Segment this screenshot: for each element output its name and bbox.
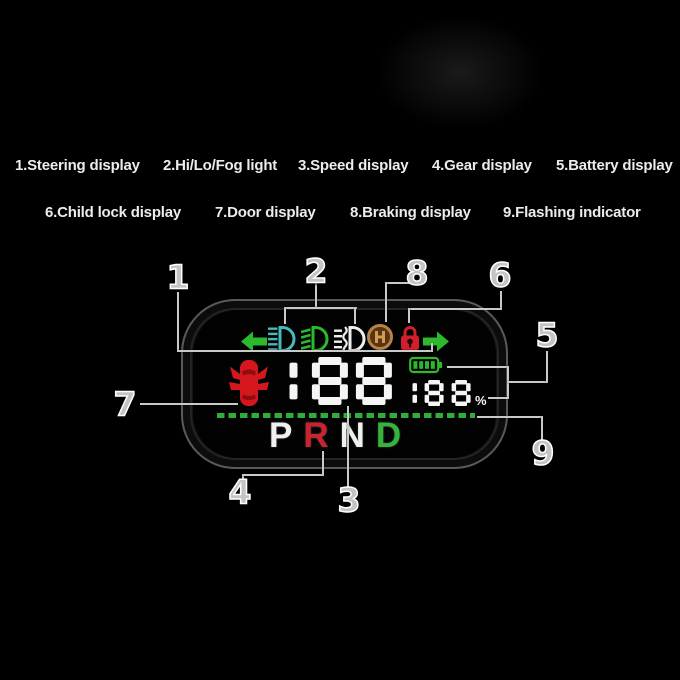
percent-sign: % [475, 393, 487, 408]
door-open-car-icon [229, 360, 269, 406]
callout-line-3 [347, 406, 349, 487]
callout-line-5 [488, 397, 509, 399]
callout-number-8: 8 [405, 253, 429, 293]
callout-line-5 [546, 351, 548, 383]
callout-line-8 [385, 282, 412, 284]
callout-number-2: 2 [304, 251, 328, 291]
parking-brake-icon [367, 324, 393, 350]
battery-icon [409, 356, 443, 374]
callout-line-1 [431, 343, 433, 352]
callout-number-9: 9 [531, 433, 555, 473]
callout-line-2 [315, 283, 317, 309]
legend-hilo-fog: 2.Hi/Lo/Fog light [163, 157, 278, 174]
speed-display [289, 357, 400, 405]
callout-line-6 [408, 308, 502, 310]
child-lock-icon [401, 326, 419, 350]
legend-gear: 4.Gear display [432, 157, 532, 174]
callout-number-7: 7 [113, 384, 137, 424]
gear-r: R [303, 416, 329, 455]
gear-p: P [269, 416, 293, 455]
legend-child-lock: 6.Child lock display [45, 204, 182, 221]
callout-number-1: 1 [166, 257, 190, 297]
callout-line-5 [447, 366, 509, 368]
callout-line-4 [242, 474, 244, 488]
gear-n: N [339, 416, 365, 455]
callout-number-6: 6 [488, 255, 512, 295]
gear-d: D [375, 416, 402, 455]
legend-braking: 8.Braking display [350, 204, 471, 221]
gear-display: P R N D [269, 418, 401, 453]
callout-line-5 [507, 381, 548, 383]
callout-line-4 [322, 451, 324, 476]
callout-line-6 [408, 308, 410, 323]
callout-line-9 [541, 416, 543, 441]
callout-number-3: 3 [337, 480, 361, 520]
callout-number-5: 5 [535, 315, 559, 355]
callout-line-2 [284, 307, 357, 309]
callout-line-4 [242, 474, 324, 476]
callout-line-1 [177, 350, 433, 352]
callout-line-2 [354, 307, 356, 324]
background-glow [375, 15, 545, 130]
legend-speed: 3.Speed display [298, 157, 409, 174]
fog-light-icon [334, 326, 366, 352]
legend-steering: 1.Steering display [15, 157, 140, 174]
battery-percent-display [412, 380, 479, 406]
callout-line-1 [177, 292, 179, 352]
callout-number-4: 4 [228, 472, 252, 512]
callout-line-2 [284, 307, 286, 324]
callout-line-7 [140, 403, 238, 405]
callout-line-8 [385, 282, 387, 322]
legend-flashing: 9.Flashing indicator [503, 204, 641, 221]
turn-left-icon [241, 331, 267, 352]
high-beam-icon [268, 326, 296, 352]
callout-line-6 [500, 291, 502, 310]
callout-line-9 [477, 416, 543, 418]
legend-battery: 5.Battery display [556, 157, 673, 174]
low-beam-icon [301, 326, 329, 352]
turn-right-icon [423, 331, 449, 352]
flashing-indicator-dashes [217, 413, 475, 418]
legend-door: 7.Door display [215, 204, 316, 221]
